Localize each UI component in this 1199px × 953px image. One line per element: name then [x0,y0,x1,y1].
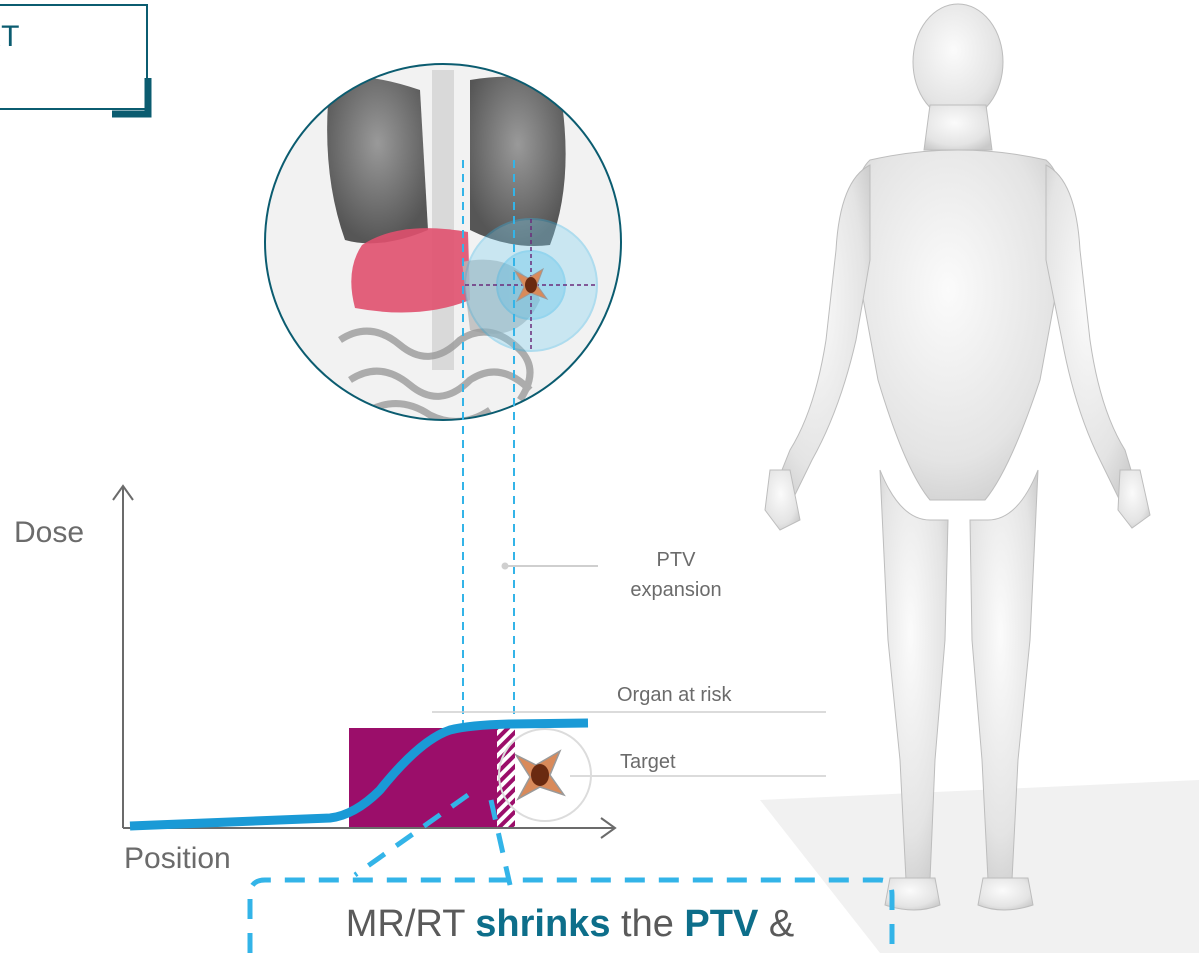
callout-part4: PTV [684,903,758,945]
callout-part1: MR/RT [346,903,476,945]
dose-chart [113,486,826,838]
target-annotation: Target [620,751,676,774]
callout-part2: shrinks [475,903,610,945]
callout-part5: & [758,903,794,945]
anatomy-torso-image [265,64,621,421]
ptv-annotation: PTV expansion [601,545,751,605]
callout-part3: the [610,903,684,945]
x-axis-label: Position [124,842,231,876]
ptv-annotation-line1: PTV [601,545,751,575]
human-figure-image [760,4,1199,953]
y-axis-label: Dose [14,516,84,550]
target-tumor-icon [516,751,564,799]
callout-text: MR/RT shrinks the PTV & [250,903,890,946]
ptv-annotation-line2: expansion [601,575,751,605]
oar-annotation: Organ at risk [617,684,731,707]
